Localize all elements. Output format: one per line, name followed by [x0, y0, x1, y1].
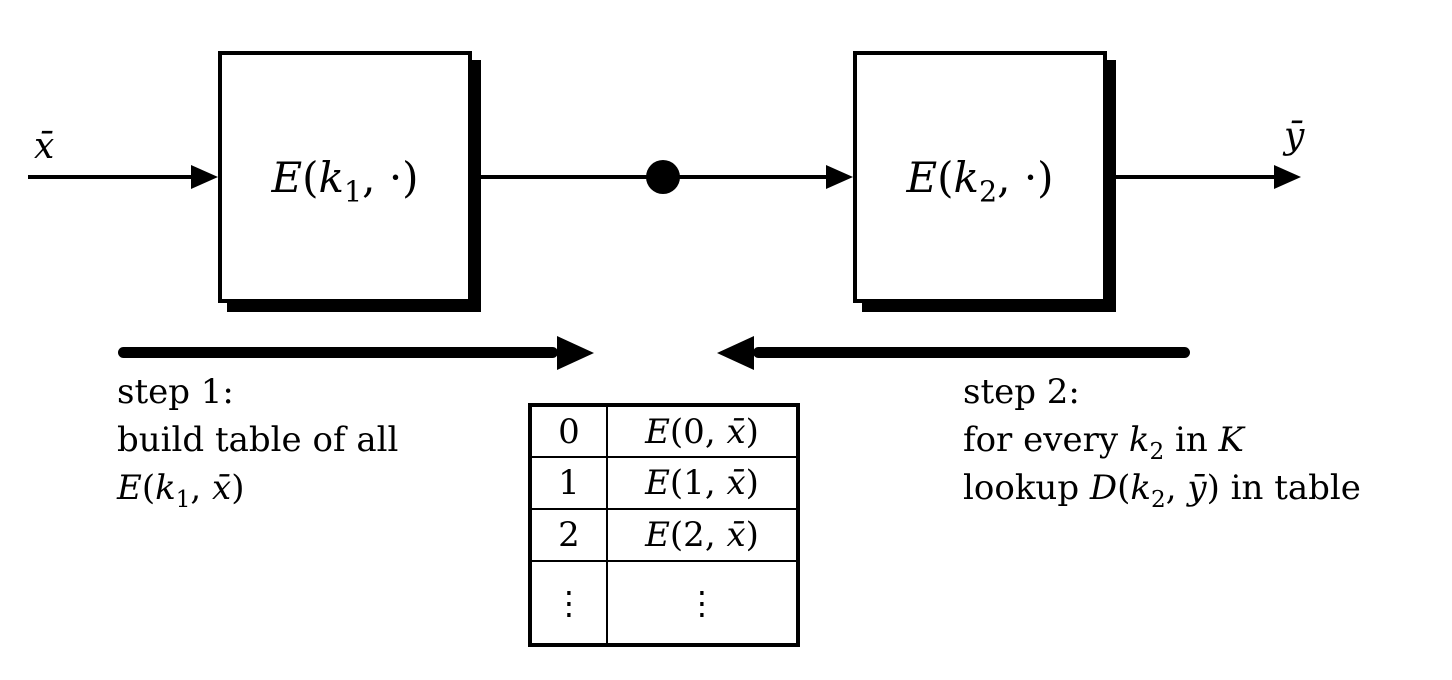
step2-caption-line3: lookup D(k2, ȳ) in table — [963, 468, 1361, 513]
step2-arrow — [753, 347, 1190, 358]
table-row: 1 E(1, x̄) — [529, 456, 799, 510]
lookup-table: 0 E(0, x̄) 1 E(1, x̄) 2 E(2, x̄) ⋮ ⋮ — [528, 403, 800, 647]
key-cell: 1 — [529, 456, 608, 510]
step2-caption-line1: step 2: — [963, 372, 1080, 412]
encryption-box-2-label: E(k2, ·) — [906, 152, 1054, 208]
step1-arrowhead-icon — [557, 336, 594, 370]
encryption-box-2: E(k2, ·) — [853, 51, 1107, 303]
input-label: x̄ — [34, 126, 55, 167]
output-line — [1107, 175, 1275, 179]
key-cell: 0 — [529, 404, 608, 458]
step1-caption-line1: step 1: — [117, 372, 234, 412]
step1-caption: step 1: build table of all E(k1, x̄) — [117, 368, 398, 512]
step2-caption: step 2: for every k2 in K lookup D(k2, y… — [963, 368, 1361, 512]
step2-arrowhead-icon — [717, 336, 754, 370]
value-cell: E(1, x̄) — [606, 456, 799, 510]
middle-arrowhead-icon — [826, 165, 853, 189]
encryption-box-1: E(k1, ·) — [218, 51, 472, 303]
input-arrowhead-icon — [191, 165, 218, 189]
step1-caption-line3: E(k1, x̄) — [117, 468, 245, 513]
input-line — [28, 175, 194, 179]
step2-caption-line2: for every k2 in K — [963, 420, 1244, 465]
key-cell: ⋮ — [529, 560, 608, 646]
table-row: 2 E(2, x̄) — [529, 508, 799, 562]
junction-dot — [646, 160, 680, 194]
encryption-box-1-label: E(k1, ·) — [271, 152, 419, 208]
value-cell: E(2, x̄) — [606, 508, 799, 562]
table-row-ellipsis: ⋮ ⋮ — [529, 560, 799, 646]
value-cell: ⋮ — [606, 560, 799, 646]
output-label: ȳ — [1284, 116, 1305, 157]
step1-caption-line2: build table of all — [117, 420, 399, 460]
table-row: 0 E(0, x̄) — [529, 404, 799, 458]
key-cell: 2 — [529, 508, 608, 562]
output-arrowhead-icon — [1274, 165, 1301, 189]
value-cell: E(0, x̄) — [606, 404, 799, 458]
step1-arrow — [118, 347, 558, 358]
